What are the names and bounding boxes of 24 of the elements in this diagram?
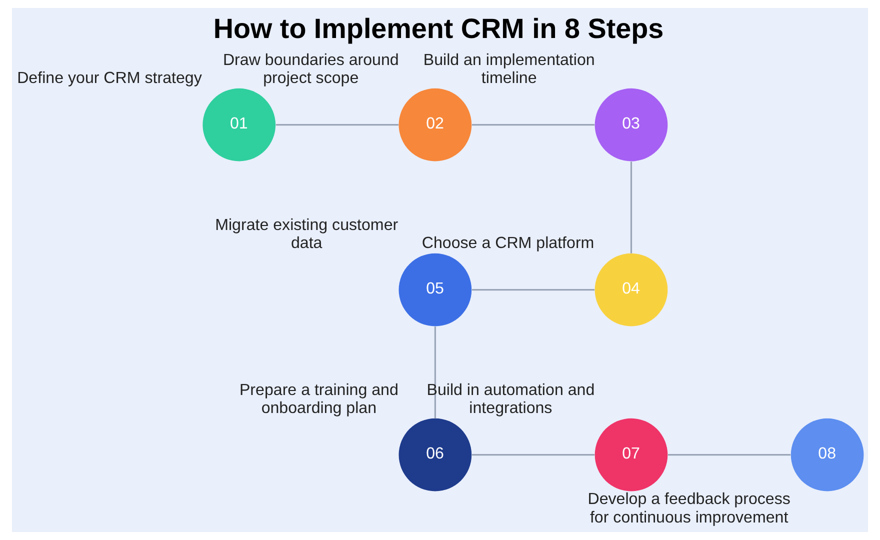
node-circle: 05 — [398, 253, 472, 326]
node-circle: 08 — [790, 418, 864, 492]
node-label: Draw boundaries around project scope — [222, 50, 399, 88]
diagram-title: How to Implement CRM in 8 Steps — [213, 12, 664, 44]
node-label: Choose a CRM platform — [422, 234, 594, 252]
node-label: Build in automation and integrations — [426, 380, 595, 418]
connector — [472, 454, 595, 456]
node-circle: 06 — [398, 418, 472, 492]
node-circle: 07 — [594, 418, 668, 492]
connector — [276, 124, 398, 126]
node-label: Develop a feedback process for continuous improvement — [588, 490, 790, 526]
node-circle: 01 — [202, 88, 276, 162]
connector — [630, 162, 632, 254]
connector — [668, 454, 791, 456]
node-circle: 03 — [594, 88, 668, 162]
connector — [434, 326, 436, 418]
connector — [472, 124, 595, 126]
node-circle: 02 — [398, 88, 472, 162]
node-label: Define your CRM strategy — [17, 69, 202, 88]
connector — [472, 289, 595, 291]
node-label: Migrate existing customer data — [215, 216, 398, 252]
node-label: Prepare a training and onboarding plan — [239, 380, 398, 418]
node-circle: 04 — [594, 253, 668, 326]
node-label: Build an implementation timeline — [423, 50, 595, 88]
